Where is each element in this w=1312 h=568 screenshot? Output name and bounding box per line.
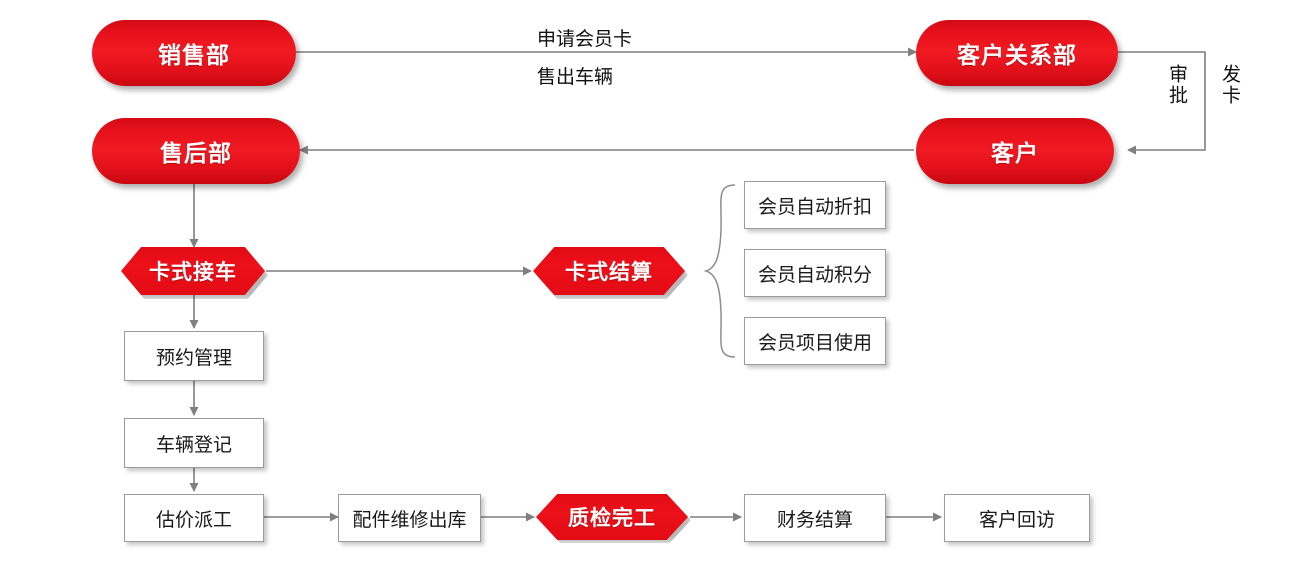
node-card-reception-label: 卡式接车 (149, 261, 237, 284)
node-member-points[interactable]: 会员自动积分 (744, 249, 886, 297)
node-qc-done[interactable]: 质检完工 (536, 494, 688, 540)
node-card-settle[interactable]: 卡式结算 (533, 247, 685, 295)
node-crm[interactable]: 客户关系部 (916, 20, 1118, 86)
node-sales[interactable]: 销售部 (92, 20, 296, 86)
node-booking[interactable]: 预约管理 (124, 331, 264, 381)
node-member-discount[interactable]: 会员自动折扣 (744, 181, 886, 229)
edge-label-approval: 审批 (1166, 64, 1187, 106)
edge-label-sell-vehicle: 售出车辆 (537, 67, 614, 88)
node-qc-done-label: 质检完工 (568, 507, 656, 530)
brace-member-benefits (703, 184, 736, 358)
node-crm-label: 客户关系部 (957, 42, 1077, 68)
edge-label-issue-card: 发卡 (1219, 64, 1240, 106)
node-card-reception[interactable]: 卡式接车 (121, 247, 265, 295)
node-vehicle-reg[interactable]: 车辆登记 (124, 418, 264, 468)
node-booking-label: 预约管理 (155, 347, 232, 369)
node-member-points-label: 会员自动积分 (757, 264, 872, 286)
node-parts-out-label: 配件维修出库 (352, 509, 467, 531)
node-finance-label: 财务结算 (776, 509, 853, 531)
node-followup-label: 客户回访 (978, 509, 1055, 531)
node-estimate-label: 估价派工 (155, 509, 232, 531)
node-followup[interactable]: 客户回访 (944, 494, 1090, 542)
node-sales-label: 销售部 (158, 42, 230, 68)
node-parts-out[interactable]: 配件维修出库 (338, 494, 481, 542)
node-aftersales-label: 售后部 (160, 140, 232, 166)
node-card-settle-label: 卡式结算 (565, 261, 653, 284)
node-customer-label: 客户 (991, 140, 1039, 166)
node-aftersales[interactable]: 售后部 (92, 118, 300, 184)
node-estimate[interactable]: 估价派工 (124, 494, 264, 542)
node-member-items[interactable]: 会员项目使用 (744, 317, 886, 365)
node-finance[interactable]: 财务结算 (744, 494, 886, 542)
node-member-discount-label: 会员自动折扣 (757, 196, 872, 218)
node-customer[interactable]: 客户 (916, 118, 1114, 184)
edge-crm-to-customer (1118, 51, 1206, 155)
node-vehicle-reg-label: 车辆登记 (155, 434, 232, 456)
node-member-items-label: 会员项目使用 (757, 332, 872, 354)
edge-label-apply-card: 申请会员卡 (537, 29, 633, 50)
